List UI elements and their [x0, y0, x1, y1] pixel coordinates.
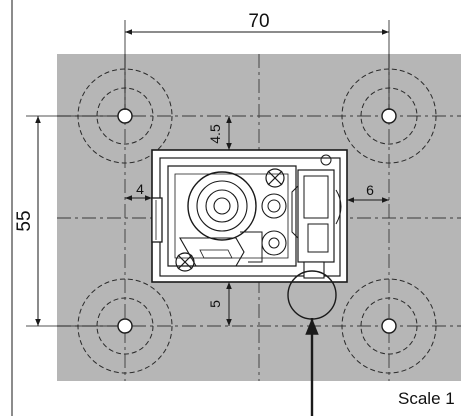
dimension-55-label: 55: [14, 210, 35, 231]
dimension-6-label: 6: [366, 182, 374, 198]
dimension-6-right: 6: [347, 182, 389, 203]
dimension-70: 70: [124, 11, 390, 110]
dimension-4-left: 4: [125, 181, 152, 201]
dimension-4-label: 4: [136, 181, 144, 197]
dimension-5-label: 5: [207, 300, 223, 308]
dimension-4-5-top: 4.5: [207, 116, 232, 150]
highlight-circle: [287, 270, 337, 320]
component-body: [151, 154, 342, 279]
dimension-70-label: 70: [248, 11, 269, 32]
dimension-5-bottom: 5: [207, 282, 232, 326]
dimension-4-5-label: 4.5: [207, 124, 223, 144]
dimension-55: 55: [14, 115, 118, 327]
scale-label: Scale 1: [398, 389, 455, 408]
mounting-hole-bottom-right: [341, 278, 437, 374]
